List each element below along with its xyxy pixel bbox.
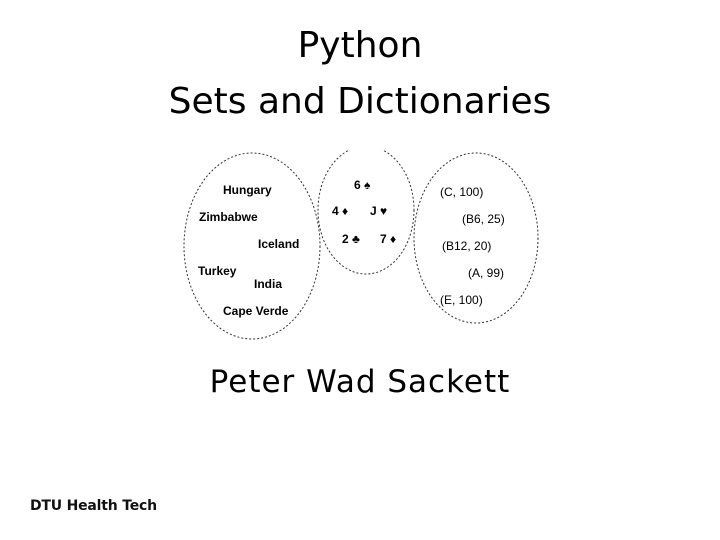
sets-illustration: Hungary Zimbabwe Iceland Turkey India Ca… [170,150,550,360]
country-label: Zimbabwe [199,210,258,224]
cards-set-ellipse [317,150,415,275]
footer-logo: DTU Health Tech [30,498,157,514]
card-label: 4 ♦ [332,204,348,218]
pair-label: (B12, 20) [442,239,492,253]
card-rank: 2 [342,232,349,246]
title-line-1: Python [297,25,423,66]
card-label: 7 ♦ [380,232,396,246]
pair-label: (A, 99) [468,266,505,280]
spade-icon: ♠ [364,178,371,192]
country-label: Cape Verde [223,304,289,318]
country-label: Iceland [258,237,300,251]
pair-label: (C, 100) [440,185,484,199]
country-label: Turkey [198,264,237,278]
card-label: J ♥ [370,204,387,218]
title-line-2: Sets and Dictionaries [168,81,552,122]
country-label: Hungary [223,183,272,197]
diamond-icon: ♦ [342,204,349,218]
countries-set-ellipse [183,152,321,340]
card-rank: 4 [332,204,339,218]
slide-title: Python Sets and Dictionaries [0,18,720,130]
card-rank: 7 [380,232,387,246]
heart-icon: ♥ [380,204,388,218]
card-label: 2 ♣ [342,232,360,246]
pair-label: (E, 100) [440,293,483,307]
card-rank: 6 [354,178,361,192]
diamond-icon: ♦ [390,232,397,246]
pair-label: (B6, 25) [462,212,505,226]
card-label: 6 ♠ [354,178,370,192]
card-rank: J [370,204,377,218]
set-ellipses [183,150,539,340]
club-icon: ♣ [352,232,360,246]
author-name: Peter Wad Sackett [209,364,511,400]
country-label: India [254,277,283,291]
pairs-set-ellipse [413,152,539,324]
